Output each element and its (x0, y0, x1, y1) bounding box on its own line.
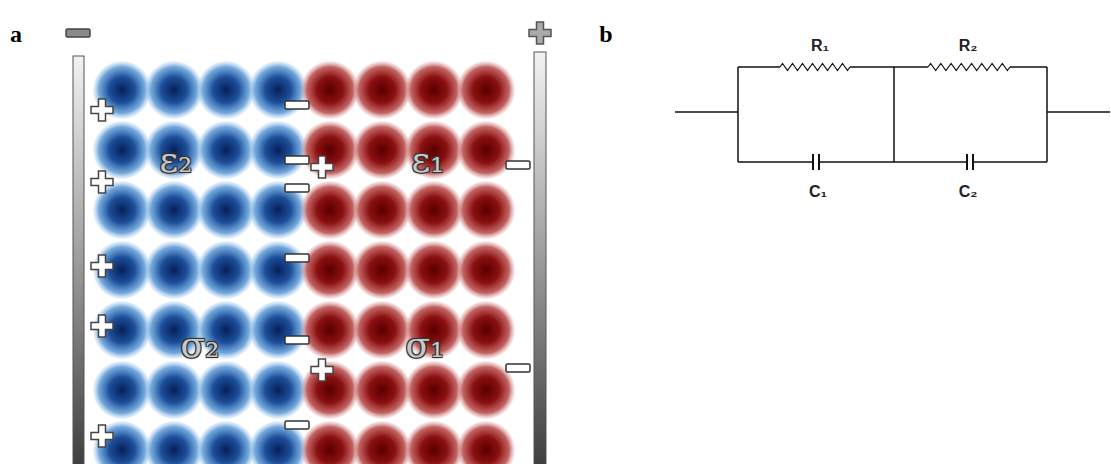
blue-particle (145, 241, 203, 299)
permittivity-label: ε₁ (411, 142, 444, 178)
component-label: R₂ (959, 38, 978, 54)
blue-particle (197, 361, 255, 419)
negative-charge (285, 156, 309, 164)
blue-particle (197, 181, 255, 239)
red-particle (405, 421, 463, 464)
capacitor-symbol (967, 154, 973, 170)
negative-charge (285, 336, 309, 344)
blue-particle (197, 241, 255, 299)
red-particle (457, 421, 515, 464)
blue-particle (249, 61, 307, 119)
red-particle (353, 121, 411, 179)
red-particle (301, 61, 359, 119)
resistor-symbol (780, 64, 850, 71)
negative-charge (285, 421, 309, 429)
blue-particle (249, 361, 307, 419)
blue-particle (145, 421, 203, 464)
charge-symbols (66, 22, 551, 447)
conductivity-label: σ₁ (405, 327, 444, 363)
component-label: C₁ (809, 184, 827, 200)
negative-charge (506, 161, 530, 169)
negative-charge (285, 101, 309, 109)
circuit-wires (675, 67, 1110, 162)
component-label: R₁ (811, 38, 829, 54)
blue-particle (145, 181, 203, 239)
positive-charge (311, 156, 333, 178)
negative-charge (285, 184, 309, 192)
panel-label: b (599, 22, 612, 46)
red-particle (301, 301, 359, 359)
red-particle (405, 241, 463, 299)
red-particle (405, 361, 463, 419)
red-particle (353, 241, 411, 299)
negative-charge (506, 364, 530, 372)
red-particle (353, 301, 411, 359)
permittivity-label: ε₂ (159, 142, 192, 178)
red-particle (301, 241, 359, 299)
red-particle (353, 61, 411, 119)
red-particle (353, 361, 411, 419)
positive-charge (91, 425, 113, 447)
conductivity-label: σ₂ (180, 327, 219, 363)
particle-grid (93, 61, 515, 464)
red-particle (457, 301, 515, 359)
positive-charge (91, 171, 113, 193)
blue-particle (249, 241, 307, 299)
positive-charge (529, 22, 551, 44)
red-particle (457, 61, 515, 119)
red-particle (405, 121, 463, 179)
blue-particle (93, 361, 151, 419)
positive-charge (91, 315, 113, 337)
resistor-symbol (928, 64, 1010, 71)
panel-label: a (10, 22, 22, 46)
blue-particle (249, 121, 307, 179)
blue-particle (197, 421, 255, 464)
red-particle (457, 121, 515, 179)
capacitor-symbol (813, 154, 819, 170)
blue-particle (145, 361, 203, 419)
red-particle (301, 121, 359, 179)
positive-charge (91, 99, 113, 121)
red-particle (353, 181, 411, 239)
component-label: C₂ (959, 184, 978, 200)
blue-particle (145, 121, 203, 179)
positive-charge (91, 255, 113, 277)
red-particle (405, 61, 463, 119)
left-electrode (73, 56, 84, 464)
right-electrode (534, 52, 546, 464)
negative-charge (66, 29, 90, 37)
blue-particle (249, 301, 307, 359)
red-particle (405, 181, 463, 239)
red-particle (457, 241, 515, 299)
blue-particle (197, 121, 255, 179)
red-particle (457, 181, 515, 239)
blue-particle (197, 61, 255, 119)
red-particle (353, 421, 411, 464)
blue-particle (145, 61, 203, 119)
negative-charge (285, 254, 309, 262)
positive-charge (311, 359, 333, 381)
